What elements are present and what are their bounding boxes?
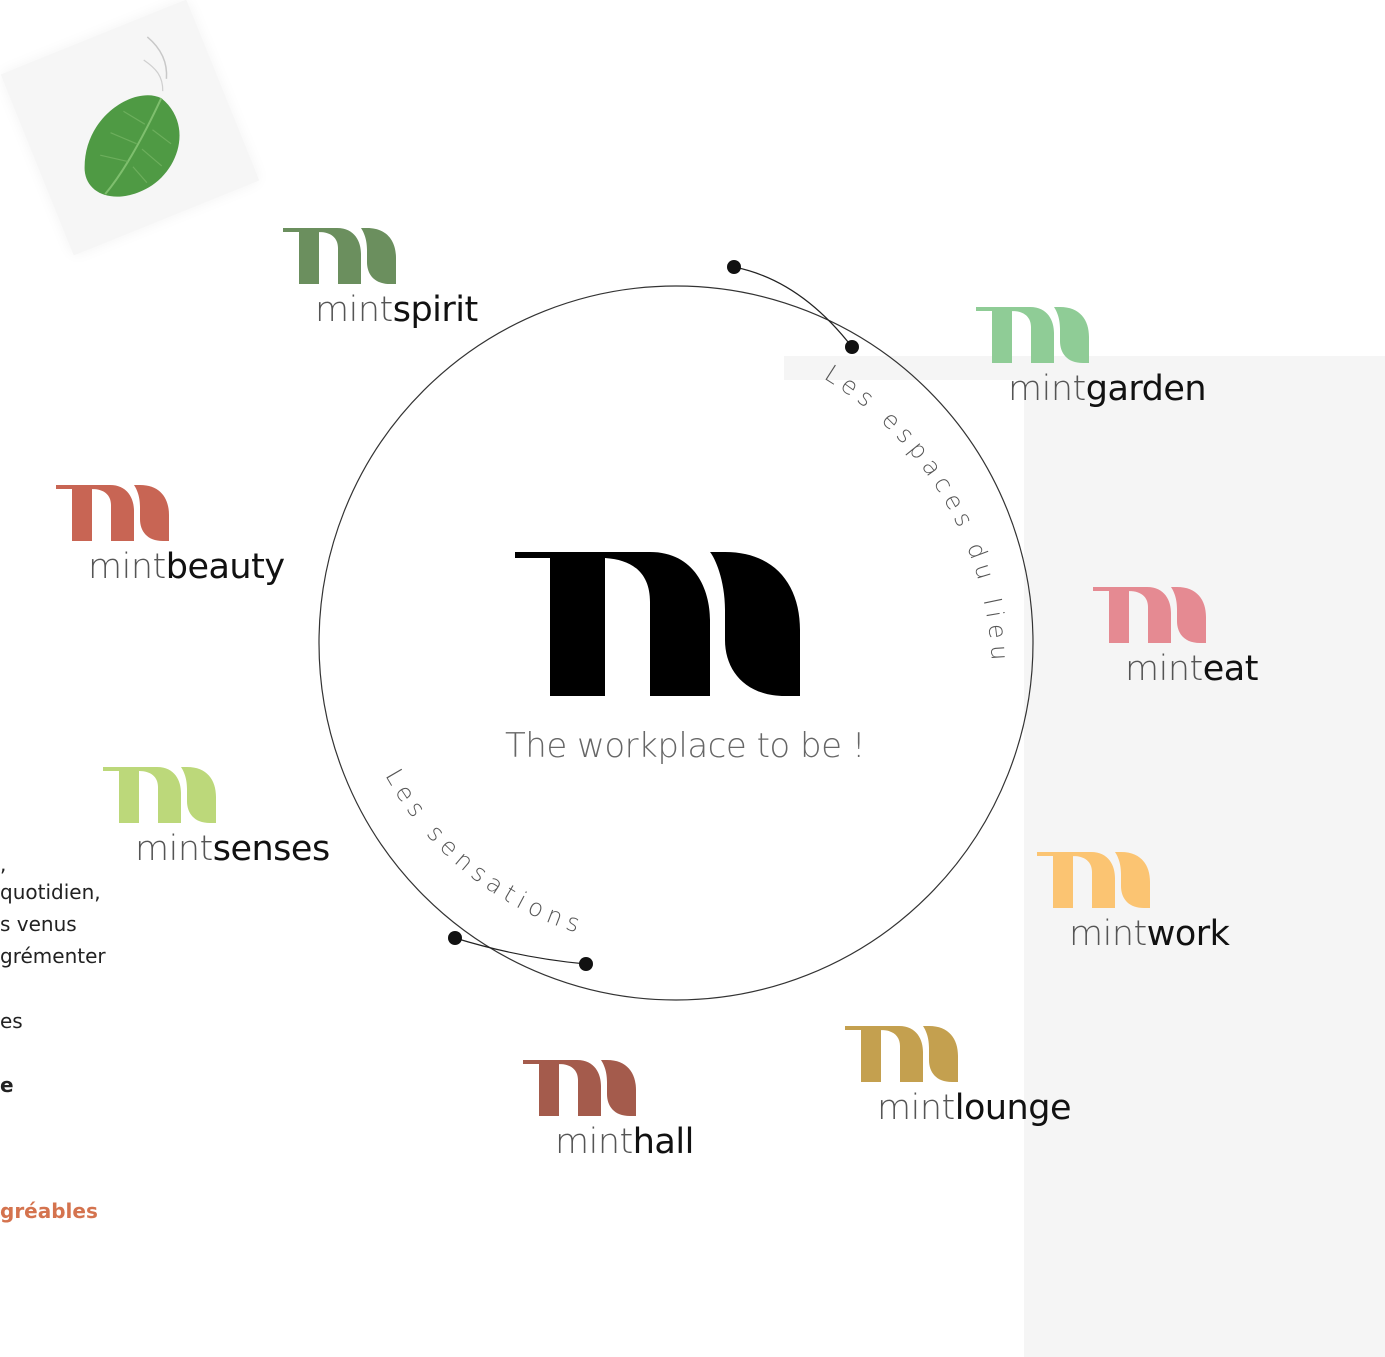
connector-dot	[727, 260, 741, 274]
connector-dot	[448, 931, 462, 945]
brand-wordmark: mintspirit	[315, 290, 478, 330]
connector-dot	[845, 340, 859, 354]
side-text-highlight: gréables	[0, 1199, 98, 1223]
brand-wordmark: mintwork	[1069, 914, 1230, 954]
arc-connector-bottom	[454, 937, 587, 965]
brand-wordmark: mintlounge	[877, 1088, 1072, 1128]
mint-leaf-icon	[84, 36, 180, 197]
brand-minteat[interactable]: minteat	[1093, 585, 1258, 689]
side-text-line: s venus	[0, 912, 77, 936]
m-monogram-icon	[283, 228, 396, 284]
svg-text:Les sensations: Les sensations	[380, 764, 589, 940]
m-monogram-icon	[1037, 852, 1150, 908]
tagline: The workplace to be !	[505, 726, 865, 766]
brand-mintgarden[interactable]: mintgarden	[976, 305, 1207, 409]
main-circle	[318, 285, 1034, 1001]
brand-wordmark: minthall	[555, 1122, 694, 1162]
side-text-line: grémenter	[0, 944, 106, 968]
side-text-line: ,	[0, 852, 7, 876]
mint-leaf-image	[0, 0, 260, 256]
center-logo	[515, 550, 805, 704]
m-monogram-icon	[976, 307, 1089, 363]
brand-wordmark: mintsenses	[135, 829, 330, 869]
m-monogram-icon	[1093, 587, 1206, 643]
m-monogram-icon	[523, 1060, 636, 1116]
brand-wordmark: mintgarden	[1008, 369, 1207, 409]
brand-mintbeauty[interactable]: mintbeauty	[56, 483, 285, 587]
side-text-line: quotidien,	[0, 880, 101, 904]
arc-label-sensations: Les sensations	[380, 764, 583, 940]
arc-label-espaces: Les espaces du lieu	[820, 359, 1008, 667]
connector-dot	[579, 957, 593, 971]
side-text-line: e	[0, 1073, 14, 1097]
m-monogram-icon	[103, 767, 216, 823]
brand-mintwork[interactable]: mintwork	[1037, 850, 1230, 954]
brand-mintspirit[interactable]: mintspirit	[283, 226, 478, 330]
brand-minthall[interactable]: minthall	[523, 1058, 694, 1162]
m-monogram-icon	[845, 1026, 958, 1082]
brand-wordmark: minteat	[1125, 649, 1258, 689]
m-logo-icon	[515, 552, 800, 696]
svg-text:Les espaces du lieu: Les espaces du lieu	[820, 359, 1014, 667]
side-text-line: es	[0, 1009, 23, 1033]
m-monogram-icon	[56, 485, 169, 541]
brand-wordmark: mintbeauty	[88, 547, 285, 587]
brand-mintsenses[interactable]: mintsenses	[103, 765, 330, 869]
arc-connector-top	[733, 266, 853, 348]
brand-mintlounge[interactable]: mintlounge	[845, 1024, 1072, 1128]
